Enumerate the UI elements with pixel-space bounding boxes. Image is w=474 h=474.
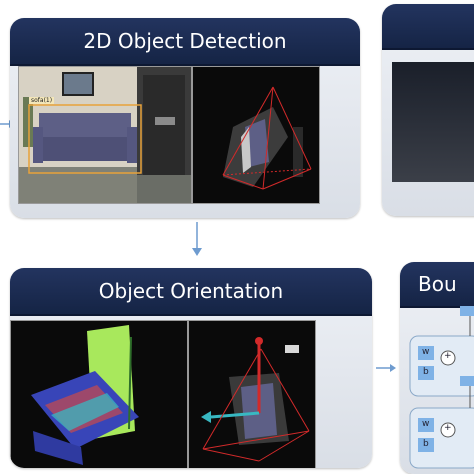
panel-2d-object-detection: 2D Object Detection sofa(1) [10,18,360,218]
plus-1: + [444,351,452,361]
sofa-photo: sofa(1) [18,66,192,204]
point-cloud-drawing [222,86,312,190]
network-blocks-drawing [409,306,474,469]
oriented-point-cloud [10,320,188,468]
panel-object-orientation: Object Orientation [10,268,372,468]
panel-title-bounding: Bou [400,262,474,308]
right-arrow [376,364,396,372]
panel-bounding: Bou w b w b + + [400,262,474,474]
oriented-point-cloud-drawing [31,325,139,465]
panel-right-top [382,4,474,216]
oriented-frustum [188,320,316,468]
block-b-2: b [423,439,429,449]
plus-2: + [444,423,452,433]
block-b-1: b [423,367,429,377]
block-w-1: w [422,347,430,357]
detection-tag: sofa(1) [29,97,55,104]
panel-title-2d-object-detection: 2D Object Detection [10,18,360,66]
panel-right-top-header [382,4,474,50]
sofa-photo-drawing [19,67,191,203]
down-arrow [192,222,202,256]
panel-title-object-orientation: Object Orientation [10,268,372,316]
oriented-frustum-drawing [201,337,310,462]
point-cloud-frustum [192,66,320,204]
block-w-2: w [422,419,430,429]
panel-right-top-content [392,62,474,182]
